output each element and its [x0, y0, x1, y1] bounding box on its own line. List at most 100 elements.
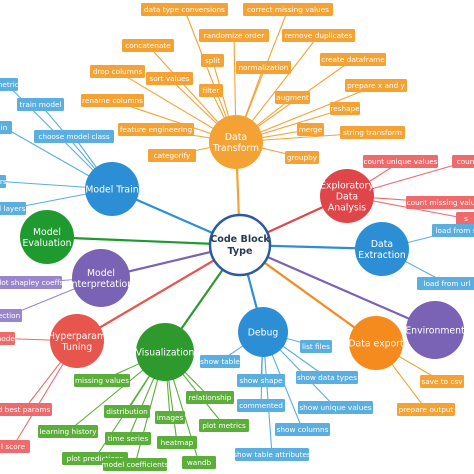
node-label: Model: [87, 268, 115, 279]
tag-label: prepare x and y: [347, 81, 405, 90]
tag-visualization: missing values: [74, 374, 130, 387]
tag-label: string transform: [343, 128, 402, 137]
tag-box: [199, 84, 223, 97]
tag-transform: concatenate: [122, 39, 174, 52]
tag-label: learning history: [39, 427, 97, 436]
tag-transform: remove duplicates: [282, 29, 355, 42]
node-label: Model: [33, 227, 61, 238]
tag-debug: show unique values: [298, 401, 373, 414]
tag-label: split: [205, 56, 220, 65]
tag-label: wandb: [187, 458, 212, 467]
tag-visualization: relationship: [186, 391, 234, 404]
tag-label: plot predictions: [67, 454, 124, 463]
node-circle: [320, 169, 374, 223]
node-label: Extraction: [358, 250, 406, 261]
tag-box: [17, 98, 64, 111]
tag-label: drop columns: [93, 67, 143, 76]
tag-transform: feature engineering: [118, 123, 194, 136]
tag-label: distribution: [106, 407, 148, 416]
node-circle: [349, 316, 403, 370]
node-circle: [50, 314, 104, 368]
tag-box: [298, 401, 373, 414]
tag-extraction: load from url: [417, 277, 474, 290]
tag-box: [406, 196, 474, 209]
node-circle: [85, 162, 139, 216]
tag-box: [201, 54, 224, 67]
node-label: Hyperparam: [48, 331, 106, 342]
tag-box: [340, 126, 405, 139]
tag-label: show data types: [297, 373, 357, 382]
tag-label: count unique values: [364, 157, 438, 166]
tag-interpretation: ection: [0, 309, 22, 322]
tag-label: load from url: [424, 279, 471, 288]
tag-train: choose model class: [34, 130, 114, 143]
tag-transform: groupby: [285, 151, 319, 164]
tag-box: [0, 202, 26, 215]
tag-box: [81, 94, 144, 107]
tag-debug: show columns: [275, 423, 330, 436]
tag-box: [90, 65, 145, 78]
tag-label: merge: [299, 125, 323, 134]
tag-box: [330, 102, 360, 115]
tag-box: [105, 432, 151, 445]
tag-visualization: wandb: [182, 456, 216, 469]
tag-box: [34, 130, 114, 143]
tag-box: [417, 277, 474, 290]
node-circle: [238, 307, 288, 357]
tag-transform: split: [201, 54, 224, 67]
node-label: Exploratory: [320, 180, 374, 191]
node-label: Debug: [248, 327, 279, 338]
tag-label: categorify: [154, 151, 191, 160]
tag-visualization: heatmap: [157, 436, 197, 449]
tag-debug: commented: [237, 399, 285, 412]
tag-box: [0, 403, 52, 416]
tag-box: [363, 155, 438, 168]
tag-box: [237, 374, 285, 387]
tag-box: [0, 332, 15, 345]
tag-interpretation: plot shapley coeffs: [0, 276, 64, 289]
center-label: Code Block: [210, 234, 270, 245]
node-circle: [72, 249, 130, 307]
tag-box: [297, 123, 324, 136]
tag-box: [186, 391, 234, 404]
tag-transform: data type conversions: [141, 3, 228, 16]
tag-box: [0, 175, 6, 188]
tag-box: [275, 423, 330, 436]
center-label: Type: [227, 246, 253, 257]
tag-label: augment: [276, 93, 309, 102]
tag-label: commented: [239, 401, 283, 410]
tag-box: [122, 39, 174, 52]
tag-box: [432, 224, 474, 237]
tag-label: list files: [302, 342, 330, 351]
node-label: Transform: [212, 143, 259, 154]
tag-train: train model: [17, 98, 64, 111]
tag-eda: s: [456, 212, 474, 225]
tag-label: show columns: [277, 425, 329, 434]
tag-label: plot shapley coeffs: [0, 278, 64, 287]
tag-box: [345, 79, 407, 92]
tag-debug: show shape: [237, 374, 285, 387]
tag-label: images: [157, 413, 184, 422]
tag-label: feature engineering: [120, 125, 192, 134]
node-circle: [136, 323, 194, 381]
node-label: Data: [371, 239, 393, 250]
tag-label: plot metrics: [202, 421, 246, 430]
tag-debug: show data types: [296, 371, 358, 384]
node-label: Visualization: [136, 347, 195, 358]
tag-box: [104, 405, 150, 418]
tag-label: metric: [0, 80, 19, 89]
tag-label: l score: [1, 442, 25, 451]
tag-box: [118, 123, 194, 136]
tag-box: [282, 29, 355, 42]
node-label: Model Train: [85, 184, 138, 195]
tag-box: [300, 340, 332, 353]
node-label: Data: [336, 191, 358, 202]
node-label: Interpretation: [69, 279, 133, 290]
tag-transform: normalization: [236, 61, 291, 74]
